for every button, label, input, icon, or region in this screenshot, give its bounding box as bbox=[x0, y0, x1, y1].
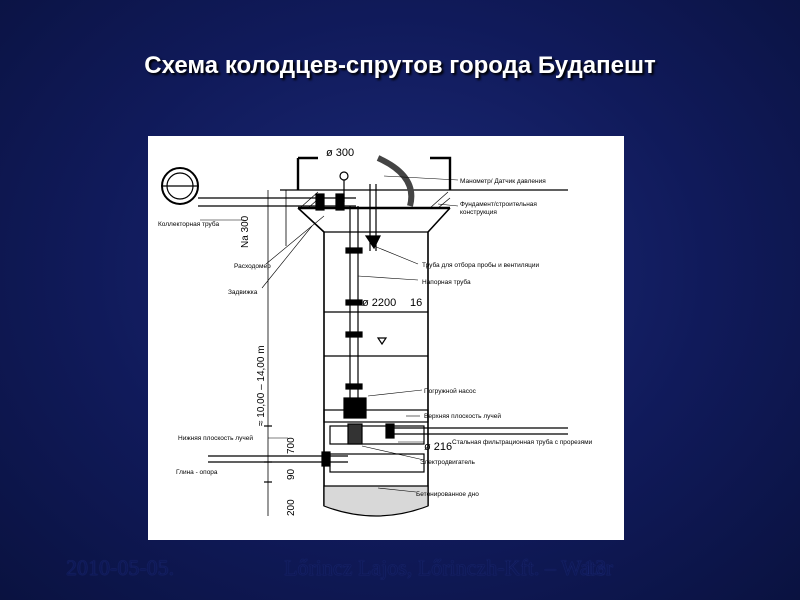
pump-cabinet bbox=[376, 155, 415, 207]
footer-date: 2010-05-05. bbox=[66, 555, 175, 580]
label-diameter-top: ø 300 bbox=[326, 147, 354, 159]
concrete-bottom bbox=[323, 485, 429, 517]
well-schematic: ø 300 Манометр/ Датчик давления Фундамен… bbox=[158, 147, 593, 517]
label-pressure-pipe: Напорная труба bbox=[422, 278, 471, 286]
label-upper-plane: Верхняя плоскость лучей bbox=[424, 412, 501, 420]
label-wall-thickness: 16 bbox=[410, 297, 422, 309]
label-steel-filter-pipe: Стальная фильтрационная труба с прорезям… bbox=[452, 438, 593, 446]
electric-motor bbox=[347, 423, 363, 445]
label-diameter-ray: ø 216 bbox=[424, 441, 452, 453]
label-manometer: Манометр/ Датчик давления bbox=[460, 178, 546, 185]
label-clay-support: Глина - опора bbox=[176, 469, 218, 476]
submersible-pump bbox=[343, 397, 367, 419]
slide-title: Схема колодцев-спрутов города Будапешт bbox=[144, 52, 656, 79]
label-sample-pipe: Труба для отбора пробы и вентиляции bbox=[422, 261, 539, 269]
label-valve: Задвижка bbox=[228, 289, 258, 296]
label-motor: Электродвигатель bbox=[420, 459, 476, 466]
label-dim-90: 90 bbox=[286, 468, 297, 480]
label-dim-700: 700 bbox=[286, 437, 297, 454]
label-dim-200: 200 bbox=[286, 499, 297, 516]
label-concrete-bottom: Бетонированное дно bbox=[416, 491, 479, 498]
footer-page-number: 13 bbox=[584, 555, 606, 580]
label-diameter-well: ø 2200 bbox=[362, 297, 396, 309]
label-foundation-1: Фундамент/строительная bbox=[460, 201, 537, 208]
label-depth-range: ≈ 10,00 – 14,00 m bbox=[256, 345, 267, 426]
footer-author: Lőrincz Lajos, Lőrinczh-Kft. – Water bbox=[284, 555, 613, 580]
label-na300: Na 300 bbox=[240, 215, 251, 248]
top-chamber bbox=[296, 156, 452, 190]
label-submersible-pump: Погружной насос bbox=[424, 387, 477, 395]
water-level-mark bbox=[376, 337, 388, 346]
label-lower-plane: Нижняя плоскость лучей bbox=[178, 434, 253, 442]
label-collector-pipe: Коллекторная труба bbox=[158, 220, 219, 228]
label-flowmeter: Расходомер bbox=[234, 263, 271, 270]
well-diagram: ø 300 Манометр/ Датчик давления Фундамен… bbox=[148, 136, 624, 540]
label-foundation-2: конструкция bbox=[460, 209, 497, 216]
